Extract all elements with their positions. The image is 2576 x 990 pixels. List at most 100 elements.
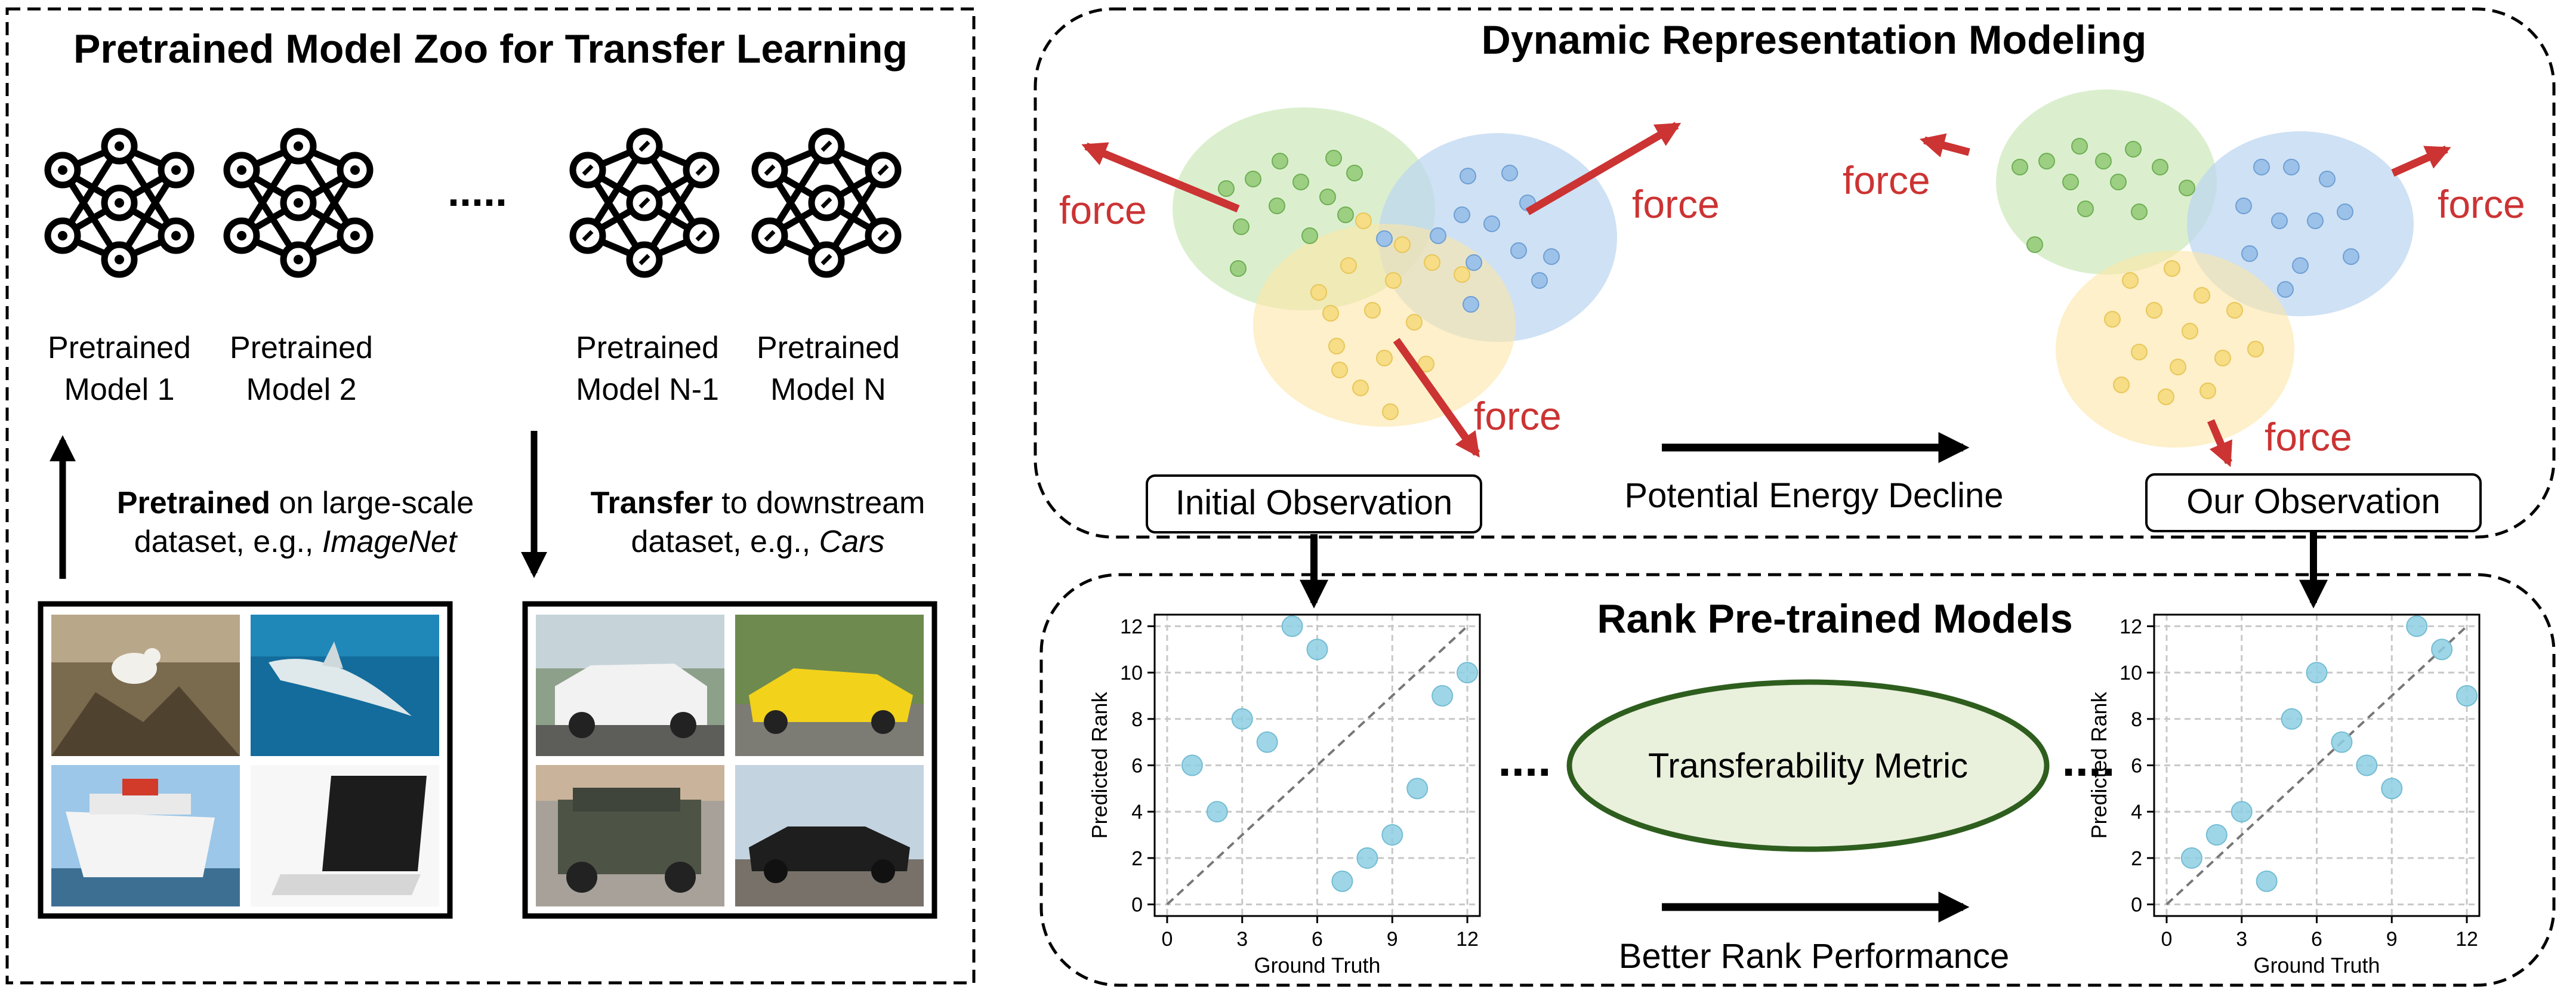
shark-photo [251,615,439,756]
force-label: force [2438,182,2525,226]
our-observation-label: Our Observation [2186,482,2441,521]
scatter-point [2281,708,2303,730]
energy-decline-label: Potential Energy Decline [1624,476,2003,515]
y-tick-label: 8 [1131,708,1143,731]
scatter-point [2180,847,2202,869]
force-label: force [1474,394,1562,438]
scatter-point [1331,870,1353,892]
scatter-point [1381,824,1403,846]
x-tick-label: 0 [2161,928,2173,951]
y-tick-label: 4 [2131,801,2142,824]
y-axis-label: Predicted Rank [1087,691,1112,838]
laptop-photo [251,765,439,906]
scatter-point [1356,847,1378,869]
dots-right: .... [2062,733,2115,786]
our-observation-box [2145,473,2482,532]
x-axis-label: Ground Truth [1254,953,1380,977]
scatter-point [2231,801,2253,823]
dots-left: .... [1498,733,1551,786]
x-tick-label: 9 [2386,928,2398,951]
transferability-metric-ellipse [1566,679,2050,852]
scatter-point [2356,754,2378,776]
model-n-label-line1: Pretrained [757,331,900,365]
left-panel-title: Pretrained Model Zoo for Transfer Learni… [73,26,908,72]
force-label: force [1059,188,1147,232]
force-arrow-yellow [2207,419,2233,467]
y-tick-label: 12 [1120,615,1143,638]
x-tick-label: 3 [2236,928,2247,951]
y-tick-label: 0 [1131,894,1143,917]
pretrain-text-line1: Pretrained on large-scale [117,486,474,520]
our-yellow-dots [2104,260,2264,405]
y-tick-label: 0 [2131,894,2142,917]
force-label: force [1843,158,1930,202]
model-n1-label-line1: Pretrained [576,331,719,365]
y-tick-label: 4 [1131,801,1143,824]
scatter-point [2331,731,2353,753]
dynamic-modeling-title: Dynamic Representation Modeling [1482,17,2147,63]
force-arrow-blue [2391,146,2451,177]
our-clusters [1996,90,2414,448]
neural-network-icon [569,128,720,278]
scatter-point [1206,801,1228,823]
model-ellipsis: ..... [448,168,507,215]
y-tick-label: 6 [1131,755,1143,778]
scatter-point [2381,778,2403,800]
yellow-convertible-photo [735,615,924,756]
force-label: force [1632,182,1720,226]
x-tick-label: 3 [1236,928,1248,951]
initial-observation-box [1146,474,1482,533]
scatter-point [2205,824,2228,846]
scatter-point [1306,639,1328,661]
y-tick-label: 10 [1120,662,1143,684]
model-1-label-line1: Pretrained [48,331,191,365]
x-tick-label: 6 [1312,928,1323,951]
model-1-label-line2: Model 1 [64,372,175,407]
force-arrow-yellow [1393,338,1480,458]
x-tick-label: 9 [1387,928,1398,951]
scatter-point [1281,615,1303,637]
x-tick-label: 12 [2455,928,2478,951]
our-blue-dots [2235,159,2359,298]
scatter-point [2406,615,2428,637]
y-axis-label: Predicted Rank [2087,691,2111,838]
scatter-point [1181,754,1203,776]
scatter-point [2256,870,2278,892]
transfer-text-line1: Transfer to downstream [591,486,925,520]
scatter-point [1432,684,1454,707]
initial-observation-label: Initial Observation [1176,483,1452,522]
y-tick-label: 12 [2120,615,2142,638]
force-label: force [2265,415,2352,459]
initial-clusters [1173,107,1617,427]
neural-network-icon [44,128,195,278]
scatter-point [2431,639,2453,661]
scatter-point [1457,662,1479,684]
model-n-label-line2: Model N [770,372,886,407]
ship-photo [51,765,240,906]
transfer-text-line2: dataset, e.g., Cars [631,525,885,559]
x-axis-label: Ground Truth [2253,953,2380,977]
model-2-label-line2: Model 2 [246,372,357,407]
our-green-dots [2012,138,2195,253]
y-tick-label: 2 [1131,847,1143,870]
neural-network-icon [223,128,374,278]
scatter-point [2306,662,2328,684]
y-tick-label: 8 [2131,708,2142,731]
black-coupe-photo [735,765,924,906]
scatter-point [1256,731,1278,753]
y-tick-label: 6 [2131,755,2142,778]
pretrain-text-line2: dataset, e.g., ImageNet [134,525,458,559]
neural-network-icon [751,128,902,278]
left-panel-frame [5,7,976,985]
model-2-label-line1: Pretrained [230,331,373,365]
x-tick-label: 6 [2311,928,2322,951]
model-n1-label-line2: Model N-1 [576,372,719,407]
y-tick-label: 10 [2120,662,2142,684]
force-arrow-green [1919,133,1970,158]
scatter-point [2456,684,2478,707]
x-tick-label: 12 [1456,928,1479,951]
initial-blue-dots [1376,165,1560,313]
rank-models-frame [1039,573,2556,987]
